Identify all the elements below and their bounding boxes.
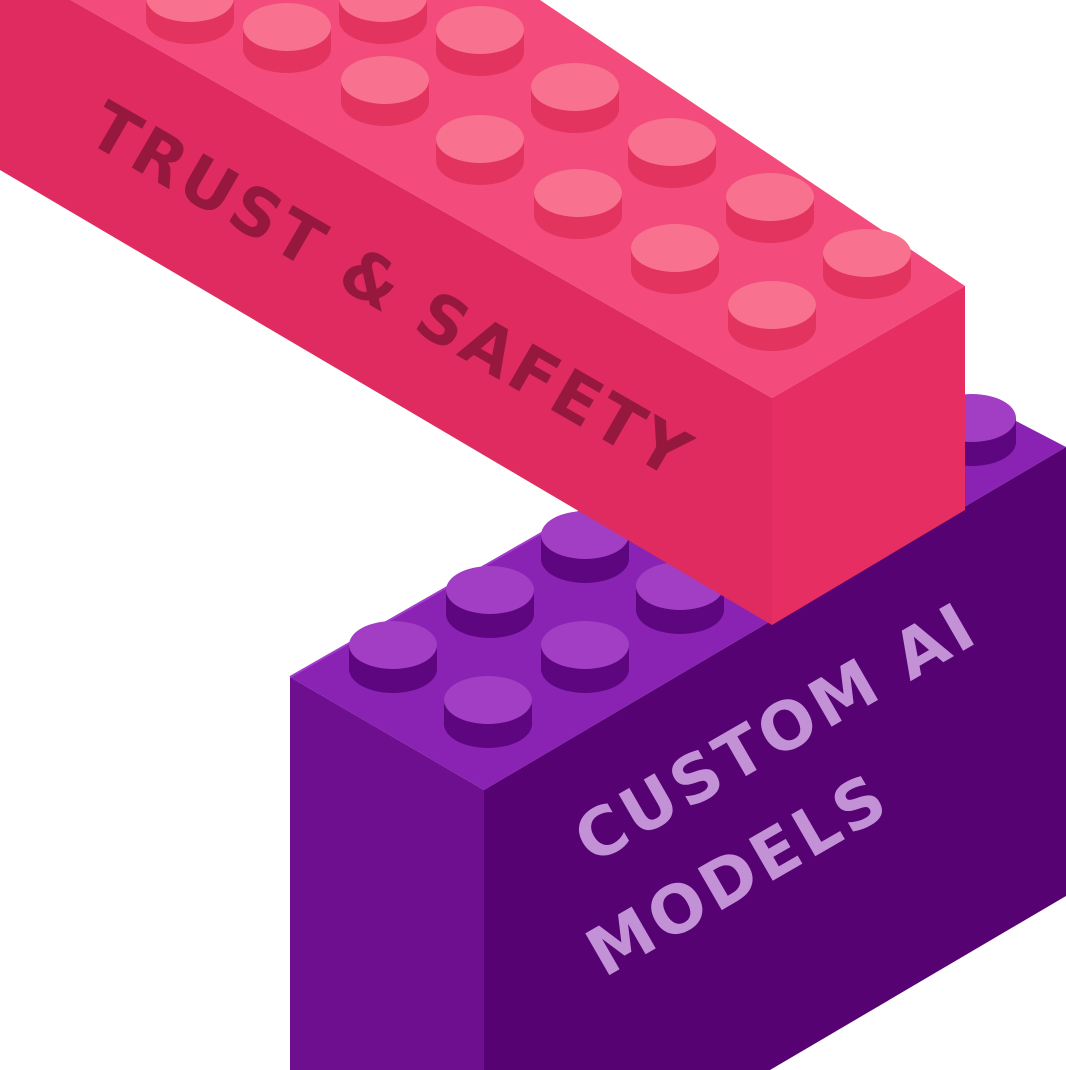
pink-brick-studs	[146, 0, 911, 351]
pink-stud	[726, 173, 814, 243]
trust-and-safety-brick: TRUST & SAFETY	[0, 0, 965, 625]
purple-stud	[541, 621, 629, 693]
purple-brick-left-face	[290, 677, 484, 1070]
pink-stud	[146, 0, 234, 44]
purple-stud	[444, 676, 532, 748]
pink-stud	[534, 169, 622, 239]
pink-stud	[631, 224, 719, 294]
purple-stud	[446, 566, 534, 638]
pink-stud	[728, 281, 816, 351]
pink-brick-front-face	[0, 0, 772, 625]
pink-brick-top-face	[0, 0, 965, 398]
pink-stud	[341, 56, 429, 126]
pink-stud	[823, 229, 911, 299]
pink-stud	[436, 6, 524, 76]
pink-stud	[339, 0, 427, 44]
pink-stud	[243, 3, 331, 73]
pink-stud	[531, 63, 619, 133]
purple-brick-right-face	[484, 447, 1066, 1070]
purple-stud	[349, 621, 437, 693]
pink-brick-end-face	[772, 286, 965, 625]
pink-stud	[436, 115, 524, 185]
pink-stud	[628, 118, 716, 188]
